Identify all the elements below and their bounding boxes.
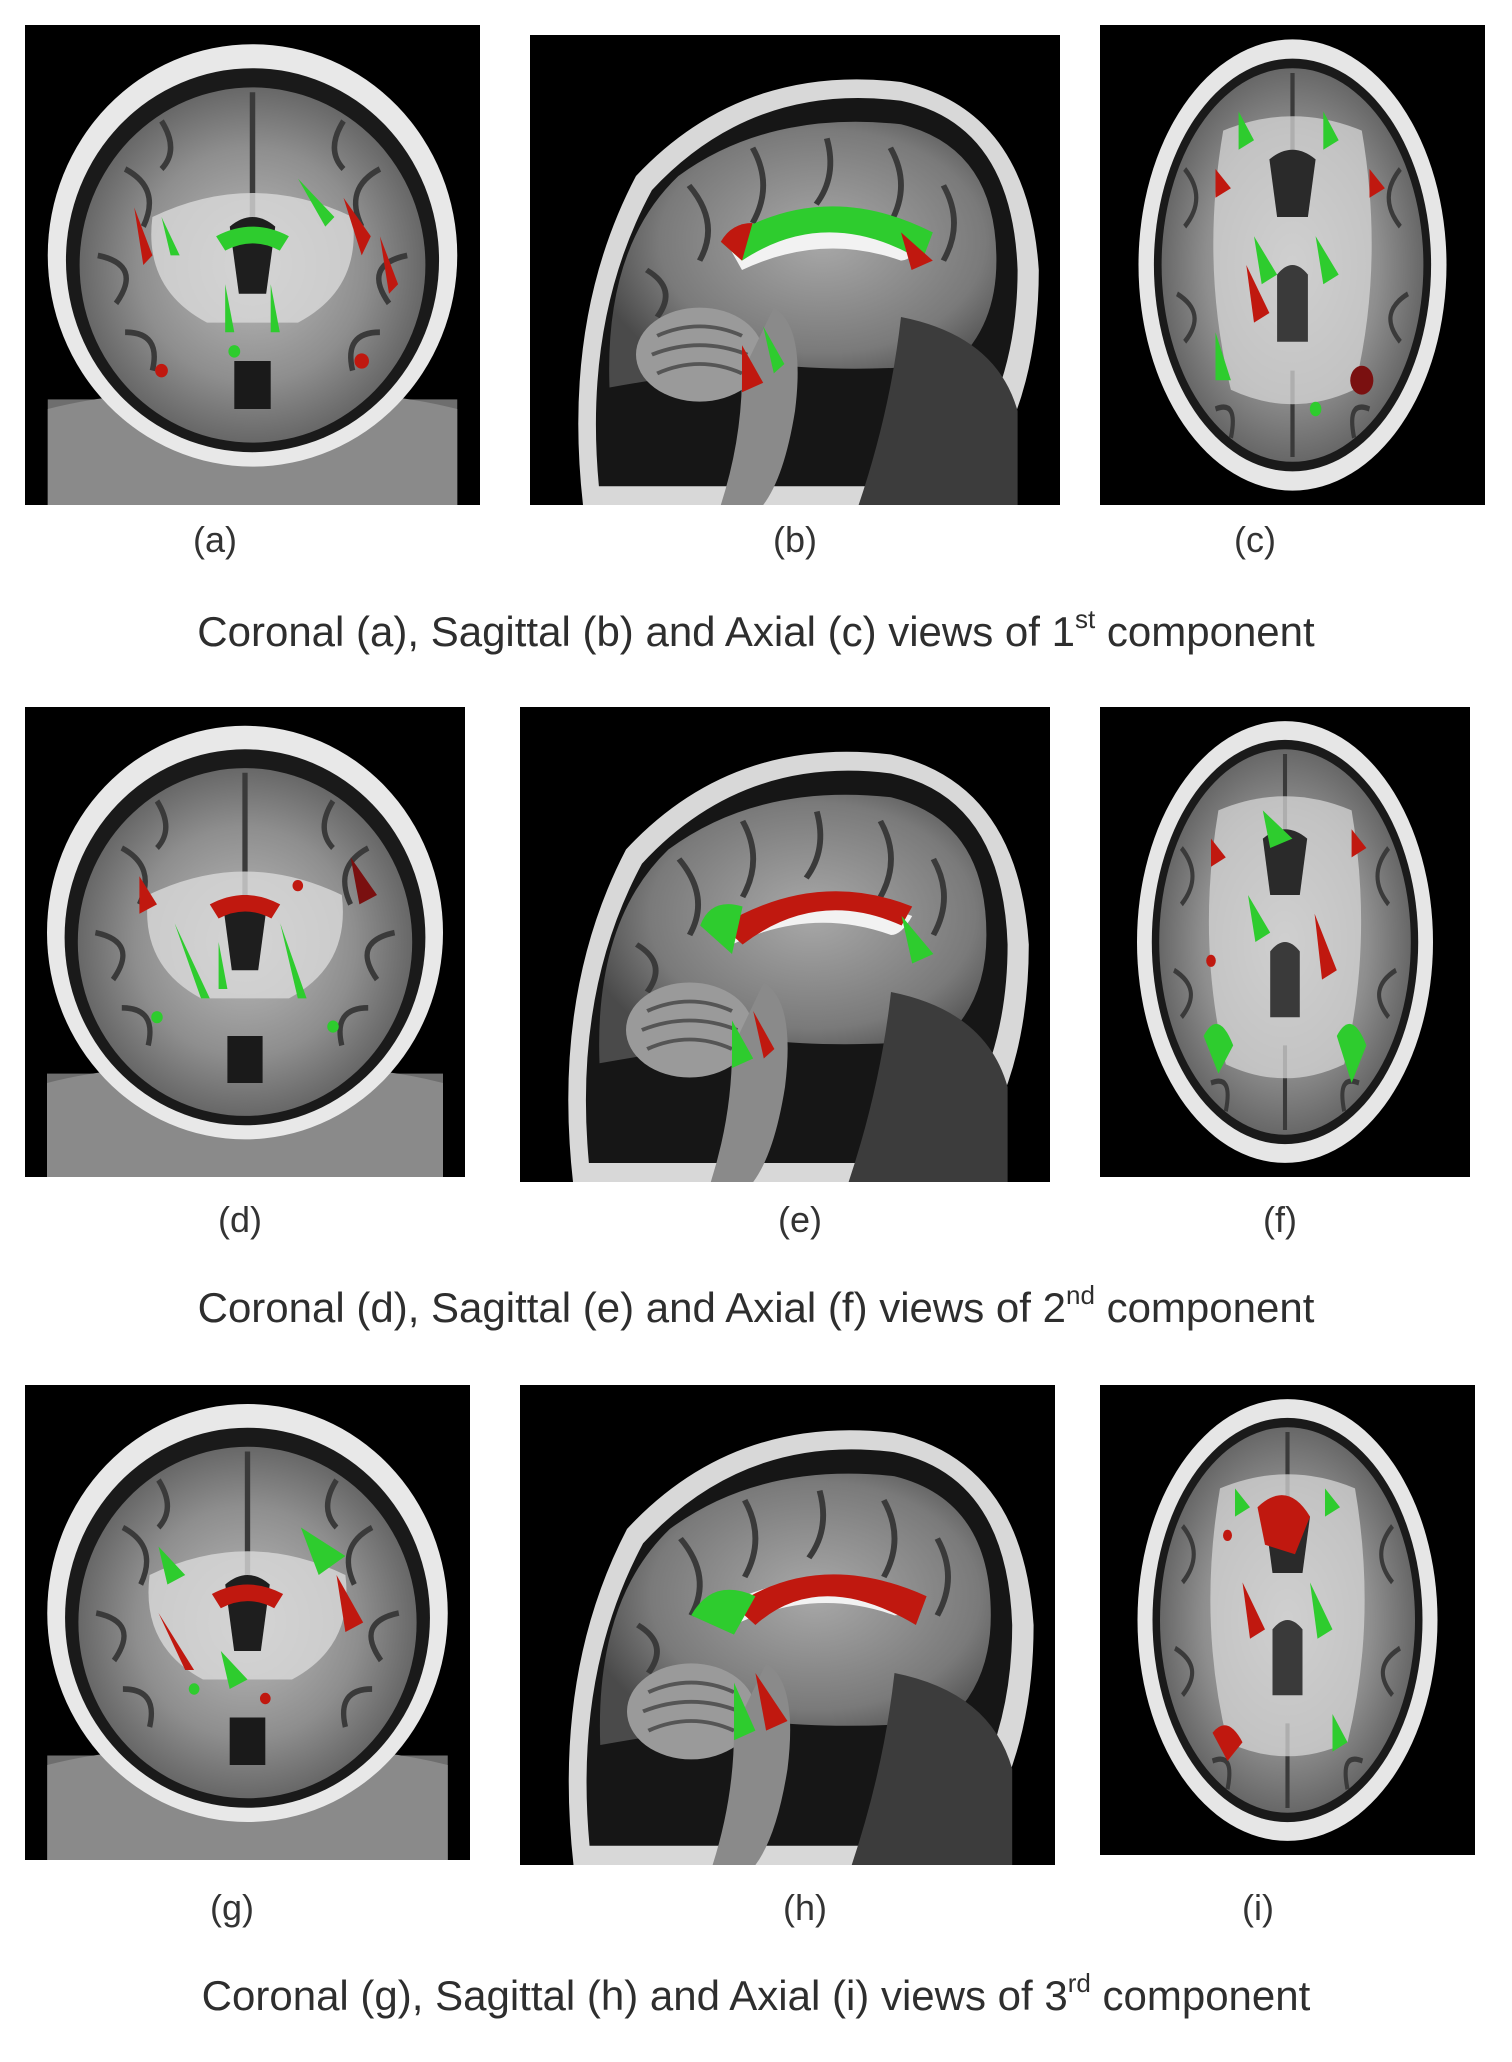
panel-label-c: (c) bbox=[1234, 519, 1276, 560]
axial-view-i bbox=[1100, 1385, 1475, 1855]
sagittal-view-b bbox=[530, 35, 1060, 505]
panel-label-g: (g) bbox=[210, 1887, 254, 1928]
coronal-view-g bbox=[25, 1385, 470, 1860]
caption-row-2: Coronal (d), Sagittal (e) and Axial (f) … bbox=[197, 1280, 1315, 1331]
coronal-view-d bbox=[25, 707, 465, 1177]
panel-label-h: (h) bbox=[783, 1887, 827, 1928]
panel-label-a: (a) bbox=[193, 519, 237, 560]
coronal-view-a bbox=[25, 25, 480, 505]
sagittal-view-e bbox=[520, 707, 1050, 1182]
overlay-f bbox=[1203, 810, 1367, 1083]
caption-row-3: Coronal (g), Sagittal (h) and Axial (i) … bbox=[201, 1968, 1311, 2019]
caption-row-1: Coronal (a), Sagittal (b) and Axial (c) … bbox=[197, 604, 1315, 655]
panel-label-f: (f) bbox=[1263, 1199, 1297, 1240]
overlay-c bbox=[1215, 111, 1385, 417]
panel-label-b: (b) bbox=[773, 519, 817, 560]
overlay-h bbox=[691, 1574, 927, 1741]
overlay-i bbox=[1212, 1488, 1348, 1761]
panel-label-d: (d) bbox=[218, 1199, 262, 1240]
sagittal-view-h bbox=[520, 1385, 1055, 1865]
axial-view-f bbox=[1100, 707, 1470, 1177]
overlay-a bbox=[134, 178, 399, 378]
panel-label-e: (e) bbox=[778, 1199, 822, 1240]
panel-label-i: (i) bbox=[1242, 1887, 1274, 1928]
overlay-e bbox=[700, 891, 934, 1068]
axial-view-c bbox=[1100, 25, 1485, 505]
overlay-b bbox=[720, 206, 933, 393]
